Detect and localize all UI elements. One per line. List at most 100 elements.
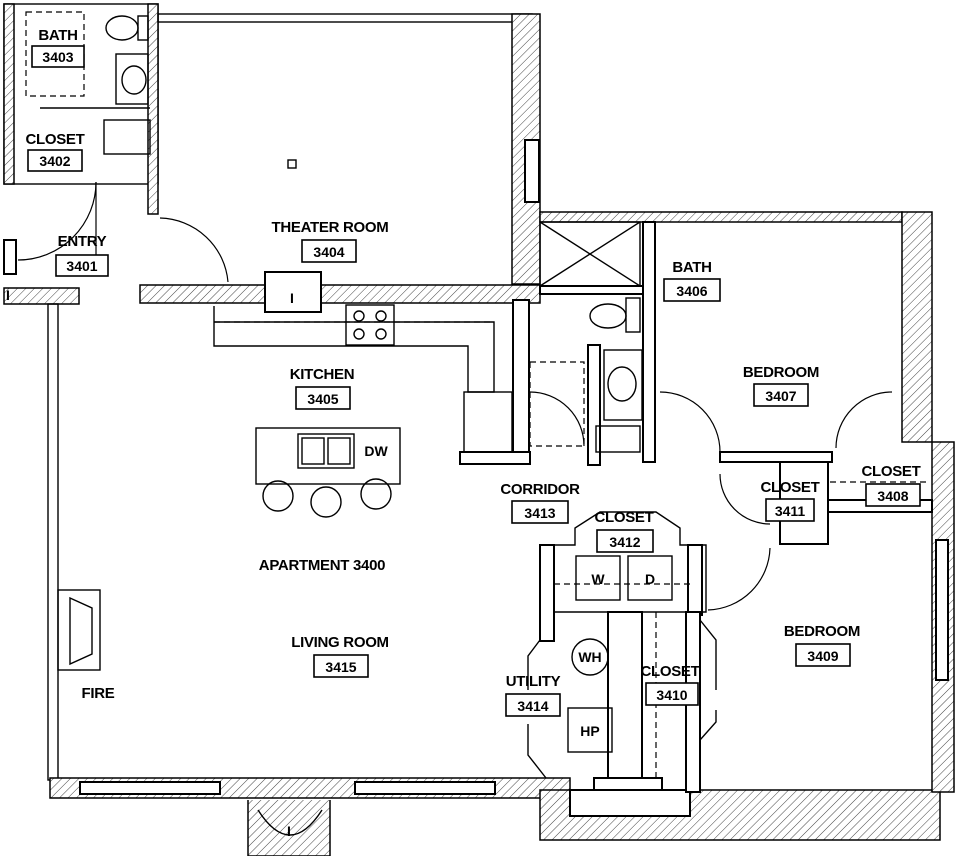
room-number-3406: 3406	[676, 283, 707, 299]
room-name-entry-3401: ENTRY	[58, 233, 107, 250]
closet-3412-outline	[539, 511, 707, 613]
room-name-closet-3412: CLOSET	[594, 509, 653, 526]
wall-theater-south	[139, 284, 541, 304]
room-name-bedroom-3409: BEDROOM	[784, 623, 860, 640]
room-name-utility-3414: UTILITY	[506, 673, 561, 690]
appliance-labels: DW W D WH HP	[364, 443, 655, 739]
wall-corridor-west	[512, 299, 530, 461]
wall-bedroom-east-upper	[901, 211, 933, 443]
fixtures	[25, 11, 930, 778]
wall-corridor-stub	[459, 451, 531, 465]
washer-box	[575, 555, 621, 601]
wall-bedroom-north	[539, 211, 903, 223]
fireplace-label: FIRE	[82, 685, 115, 702]
walls	[3, 3, 955, 856]
cooktop	[345, 304, 395, 346]
window-south-2	[354, 781, 496, 795]
wall-bath-3406-east	[642, 221, 656, 463]
column-marker-entry: I	[6, 287, 10, 303]
door-theater-swing	[159, 217, 229, 283]
room-name-bath-3403: BATH	[38, 27, 77, 44]
bay-window	[247, 800, 331, 856]
room-number-box-3406	[663, 278, 721, 302]
door-bedroom-3407-swing	[659, 391, 721, 453]
sink-3406	[607, 366, 637, 402]
toilet-3403	[105, 15, 139, 41]
room-number-3413: 3413	[524, 505, 555, 521]
dryer-label: D	[645, 571, 655, 587]
burner-2	[375, 310, 387, 322]
room-name-bedroom-3407: BEDROOM	[743, 364, 819, 381]
apartment-label: APARTMENT 3400	[259, 557, 385, 574]
wall-closet-3410-east	[699, 619, 717, 741]
room-number-3401: 3401	[66, 258, 97, 274]
wall-utility-closet-divider	[607, 611, 643, 781]
dryer-box	[627, 555, 673, 601]
sink-counter-3406	[603, 349, 643, 421]
toilet-tank-3406	[625, 297, 641, 333]
door-bath-3406-swing	[529, 391, 585, 447]
wall-bath-east	[147, 3, 159, 215]
room-number-box-3412	[596, 529, 654, 553]
room-number-3407: 3407	[765, 388, 796, 404]
door-closet-3411-swing	[719, 473, 771, 525]
sink-3403	[121, 65, 147, 95]
column-marker-theater: I	[290, 290, 294, 306]
room-number-3403: 3403	[42, 49, 73, 65]
burner-3	[353, 328, 365, 340]
room-number-box-3410	[645, 682, 699, 706]
room-number-box-3404	[301, 239, 357, 263]
room-number-3405: 3405	[307, 391, 338, 407]
bay-window-arc	[257, 809, 323, 836]
door-bedroom-3409-swing	[707, 547, 771, 611]
room-number-box-3414	[505, 693, 561, 717]
room-name-closet-3408: CLOSET	[861, 463, 920, 480]
room-number-3409: 3409	[807, 648, 838, 664]
wall-west-upper	[3, 3, 15, 185]
room-number-box-3411	[765, 498, 815, 522]
room-name-closet-3411: CLOSET	[760, 479, 819, 496]
wall-bath-3406-west	[587, 344, 601, 466]
room-number-3411: 3411	[775, 503, 806, 519]
room-labels: BATH 3403 CLOSET 3402 ENTRY 3401 THEATER…	[25, 27, 921, 717]
heat-pump-label: HP	[580, 723, 599, 739]
water-heater-circle	[571, 638, 609, 676]
room-number-3404: 3404	[313, 244, 344, 260]
room-number-box-3413	[511, 500, 569, 524]
room-name-bath-3406: BATH	[672, 259, 711, 276]
room-number-box-3401	[55, 254, 109, 277]
room-number-box-3402	[27, 149, 83, 172]
room-number-box-3405	[295, 386, 351, 410]
window-south-1	[79, 781, 221, 795]
room-name-kitchen-3405: KITCHEN	[290, 366, 355, 383]
window-bedroom-east	[935, 539, 949, 681]
stool-3	[360, 478, 392, 510]
room-number-box-3403	[31, 45, 85, 68]
room-name-closet-3410: CLOSET	[640, 663, 699, 680]
room-name-closet-3402: CLOSET	[25, 131, 84, 148]
washer-label: W	[591, 571, 605, 587]
toilet-3406	[589, 303, 627, 329]
room-number-box-3415	[313, 654, 369, 678]
room-name-corridor-3413: CORRIDOR	[500, 481, 580, 498]
room-number-3408: 3408	[877, 488, 908, 504]
stool-2	[310, 486, 342, 518]
firebox	[69, 596, 93, 666]
column-marker-bay: I	[287, 823, 291, 839]
room-number-3414: 3414	[517, 698, 548, 714]
wall-living-west	[47, 303, 59, 781]
toilet-tank-3403	[137, 15, 149, 41]
wall-closet-3412-east	[687, 544, 703, 616]
heat-pump-box	[567, 707, 613, 753]
room-number-3410: 3410	[656, 687, 687, 703]
window-theater-east	[524, 139, 540, 203]
door-closet-3408-swing	[835, 391, 893, 449]
kitchen-island	[255, 427, 401, 485]
column-theater	[264, 271, 322, 313]
room-number-box-3408	[865, 483, 921, 507]
room-number-3412: 3412	[609, 534, 640, 550]
closet-3402-shelf	[103, 119, 151, 155]
dishwasher-label: DW	[364, 443, 388, 459]
wall-utility-west-angled	[527, 639, 547, 779]
